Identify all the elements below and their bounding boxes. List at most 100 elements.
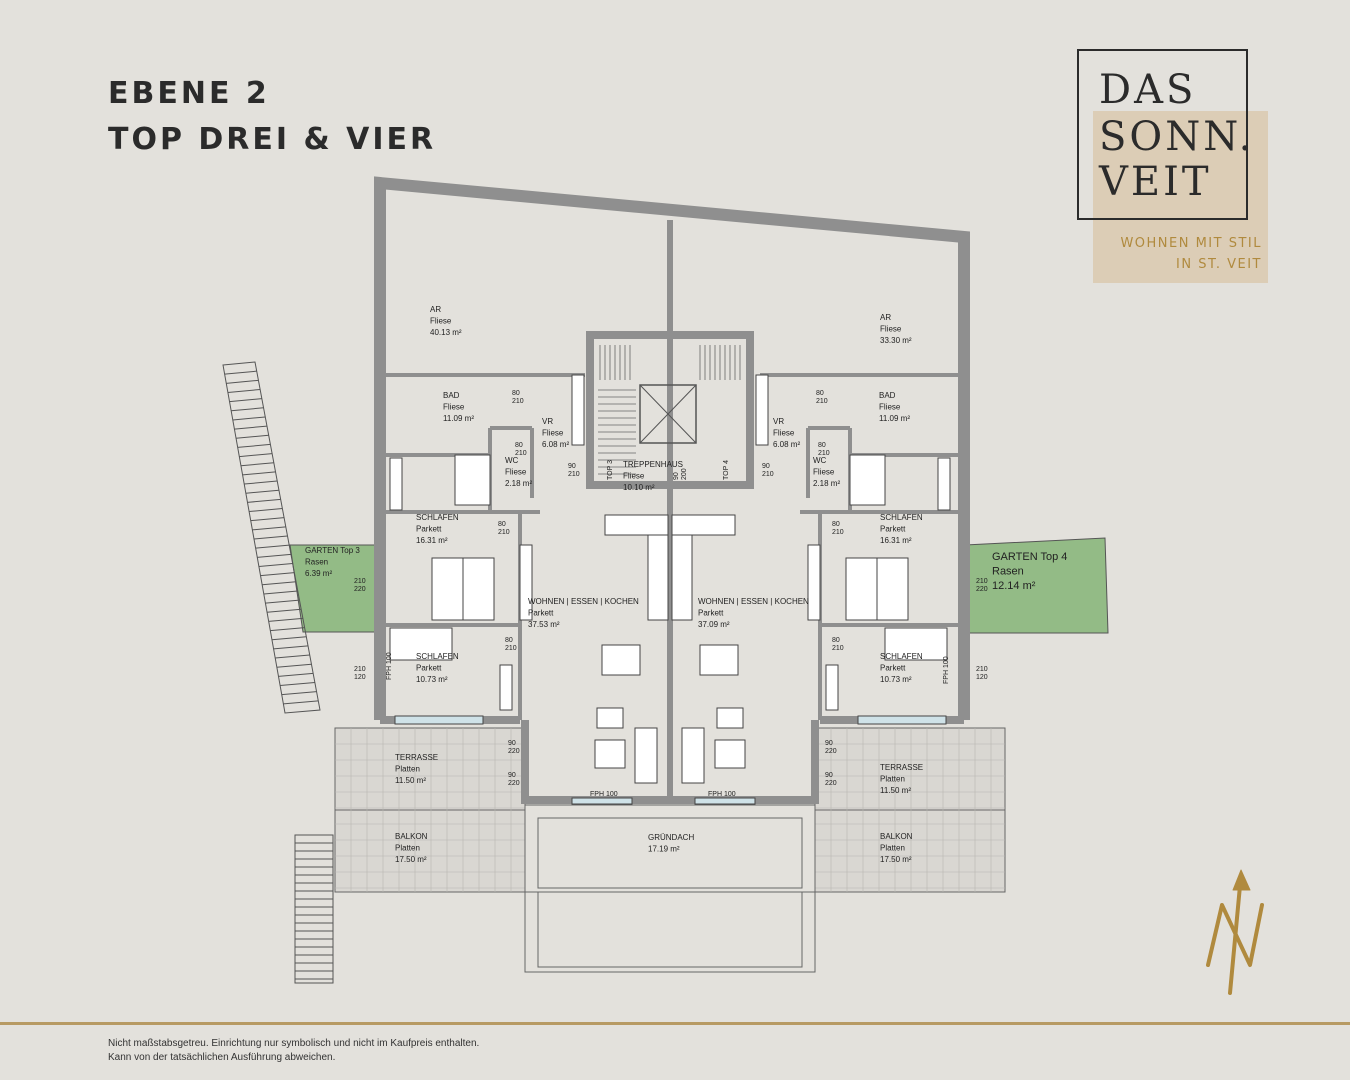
logo-word-3: VEIT xyxy=(1099,159,1212,205)
svg-text:GARTEN Top 3: GARTEN Top 3 xyxy=(305,546,360,555)
svg-text:WOHNEN | ESSEN | KOCHEN: WOHNEN | ESSEN | KOCHEN xyxy=(698,597,809,606)
svg-text:90: 90 xyxy=(825,772,833,779)
svg-text:Fliese: Fliese xyxy=(505,468,527,477)
svg-text:Rasen: Rasen xyxy=(992,566,1024,578)
svg-text:BALKON: BALKON xyxy=(880,832,913,841)
svg-text:90: 90 xyxy=(825,740,833,747)
svg-text:90: 90 xyxy=(673,472,680,480)
svg-text:10.73 m²: 10.73 m² xyxy=(880,675,912,684)
svg-text:FPH 100: FPH 100 xyxy=(386,652,393,680)
svg-text:VR: VR xyxy=(773,417,784,426)
svg-text:Parkett: Parkett xyxy=(698,609,724,618)
svg-text:40.13 m²: 40.13 m² xyxy=(430,328,462,337)
svg-text:210: 210 xyxy=(832,529,844,536)
svg-text:210: 210 xyxy=(354,666,366,673)
svg-text:220: 220 xyxy=(825,780,837,787)
svg-text:220: 220 xyxy=(508,748,520,755)
room-label-garten-left: GARTEN Top 3 Rasen 6.39 m² xyxy=(305,546,360,578)
svg-text:120: 120 xyxy=(976,674,988,681)
svg-text:SCHLAFEN: SCHLAFEN xyxy=(416,513,459,522)
svg-text:6.39 m²: 6.39 m² xyxy=(305,569,332,578)
svg-text:11.50 m²: 11.50 m² xyxy=(880,786,911,795)
svg-text:11.09 m²: 11.09 m² xyxy=(879,414,910,423)
north-arrow-icon xyxy=(1206,869,1264,995)
svg-text:TREPPENHAUS: TREPPENHAUS xyxy=(623,460,683,469)
logo-word-2: SONN. xyxy=(1099,114,1255,160)
svg-text:6.08 m²: 6.08 m² xyxy=(773,440,800,449)
svg-text:80: 80 xyxy=(816,390,824,397)
logo-word-1: DAS xyxy=(1099,67,1197,113)
svg-text:TERRASSE: TERRASSE xyxy=(880,763,923,772)
furniture xyxy=(389,374,951,805)
exterior-stair-south xyxy=(294,834,334,984)
svg-text:37.53 m²: 37.53 m² xyxy=(528,620,560,629)
svg-text:Rasen: Rasen xyxy=(305,558,328,567)
tile-grid xyxy=(335,728,1005,892)
svg-text:GARTEN Top 4: GARTEN Top 4 xyxy=(992,551,1067,563)
svg-text:WC: WC xyxy=(813,456,827,465)
svg-text:17.50 m²: 17.50 m² xyxy=(395,855,427,864)
logo-tagline-1: WOHNEN MIT STIL xyxy=(1120,236,1262,251)
svg-text:80: 80 xyxy=(818,442,826,449)
svg-text:220: 220 xyxy=(976,586,988,593)
svg-text:80: 80 xyxy=(832,637,840,644)
page-title-level: EBENE 2 xyxy=(108,76,270,111)
svg-text:17.50 m²: 17.50 m² xyxy=(880,855,912,864)
svg-text:210: 210 xyxy=(568,471,580,478)
svg-text:BALKON: BALKON xyxy=(395,832,428,841)
svg-text:VR: VR xyxy=(542,417,553,426)
svg-text:Fliese: Fliese xyxy=(880,325,902,334)
svg-text:80: 80 xyxy=(505,637,513,644)
svg-text:10.73 m²: 10.73 m² xyxy=(416,675,448,684)
svg-text:BAD: BAD xyxy=(879,391,896,400)
svg-text:11.50 m²: 11.50 m² xyxy=(395,776,426,785)
terrace-balcony-tiles xyxy=(334,727,1006,893)
svg-text:TOP 4: TOP 4 xyxy=(723,460,730,480)
svg-text:FPH 100: FPH 100 xyxy=(590,791,618,798)
svg-text:210: 210 xyxy=(816,398,828,405)
svg-text:10.10 m²: 10.10 m² xyxy=(623,483,655,492)
svg-text:6.08 m²: 6.08 m² xyxy=(542,440,569,449)
svg-text:220: 220 xyxy=(508,780,520,787)
svg-text:210: 210 xyxy=(832,645,844,652)
svg-text:220: 220 xyxy=(825,748,837,755)
svg-text:Parkett: Parkett xyxy=(416,664,442,673)
logo-frame xyxy=(1077,49,1248,220)
mark-fph100: FPH 100 xyxy=(943,656,950,684)
disclaimer-line-2: Kann von der tatsächlichen Ausführung ab… xyxy=(108,1052,336,1063)
svg-text:80: 80 xyxy=(832,521,840,528)
svg-text:210: 210 xyxy=(976,578,988,585)
svg-text:16.31 m²: 16.31 m² xyxy=(880,536,912,545)
svg-text:WC: WC xyxy=(505,456,519,465)
room-label-wek-right: WOHNEN | ESSEN | KOCHEN Parkett 37.09 m² xyxy=(698,597,809,629)
svg-text:37.09 m²: 37.09 m² xyxy=(698,620,730,629)
svg-text:210: 210 xyxy=(976,666,988,673)
svg-text:90: 90 xyxy=(762,463,770,470)
svg-text:Fliese: Fliese xyxy=(623,472,645,481)
svg-text:2.18 m²: 2.18 m² xyxy=(813,479,840,488)
green-roof xyxy=(524,804,816,973)
svg-text:FPH 100: FPH 100 xyxy=(708,791,736,798)
